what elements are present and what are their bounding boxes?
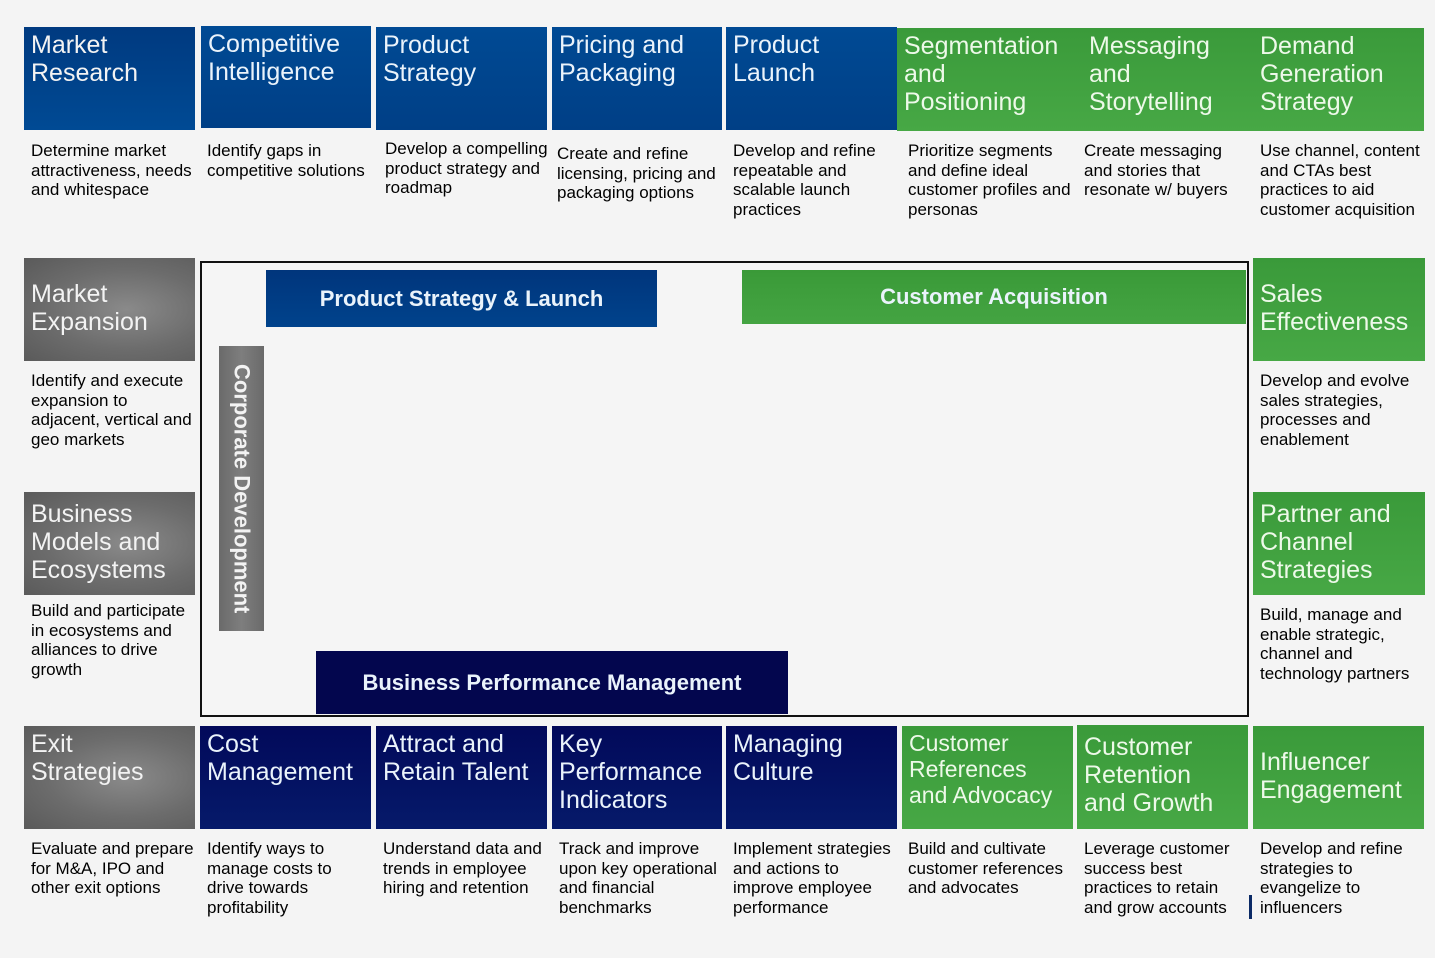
band-label: Corporate Development [229, 363, 255, 614]
center-frame [200, 261, 1249, 717]
desc-product-strategy: Develop a compelling product strategy an… [385, 139, 548, 197]
desc-messaging-and-storytelling: Create messaging and stories that resona… [1084, 141, 1228, 199]
band-corporate-development: Corporate Development [219, 346, 264, 631]
desc-attract-and-retain-talent: Understand data and trends in employee h… [383, 839, 542, 897]
desc-key-performance-indicators: Track and improve upon key operational a… [559, 839, 717, 917]
desc-customer-references-and-advocacy: Build and cultivate customer references … [908, 839, 1063, 897]
desc-managing-culture: Implement strategies and actions to impr… [733, 839, 891, 917]
desc-demand-generation-strategy: Use channel, content and CTAs best pract… [1260, 141, 1420, 219]
desc-business-models-and-ecosystems: Build and participate in ecosystems and … [31, 601, 186, 679]
band-label: Business Performance Management [362, 669, 742, 695]
desc-product-launch: Develop and refine repeatable and scalab… [733, 141, 876, 219]
band-label: Product Strategy & Launch [319, 285, 604, 311]
desc-customer-retention-and-growth: Leverage customer success best practices… [1084, 839, 1230, 917]
band-business-performance-management: Business Performance Management [316, 651, 788, 714]
band-label: Customer Acquisition [880, 284, 1108, 309]
text-cursor-marker [1249, 895, 1252, 919]
desc-exit-strategies: Evaluate and prepare for M&A, IPO and ot… [31, 839, 194, 897]
desc-market-expansion: Identify and execute expansion to adjace… [31, 371, 192, 449]
desc-segmentation-and-positioning: Prioritize segments and define ideal cus… [908, 141, 1071, 219]
desc-partner-and-channel-strategies: Build, manage and enable strategic, chan… [1260, 605, 1410, 683]
desc-cost-management: Identify ways to manage costs to drive t… [207, 839, 332, 917]
band-product-strategy-launch: Product Strategy & Launch [266, 270, 657, 327]
band-customer-acquisition: Customer Acquisition [742, 270, 1246, 324]
desc-pricing-and-packaging: Create and refine licensing, pricing and… [557, 144, 716, 202]
desc-competitive-intelligence: Identify gaps in competitive solutions [207, 141, 365, 180]
desc-influencer-engagement: Develop and refine strategies to evangel… [1260, 839, 1403, 917]
desc-sales-effectiveness: Develop and evolve sales strategies, pro… [1260, 371, 1410, 449]
desc-market-research: Determine market attractiveness, needs a… [31, 141, 192, 199]
